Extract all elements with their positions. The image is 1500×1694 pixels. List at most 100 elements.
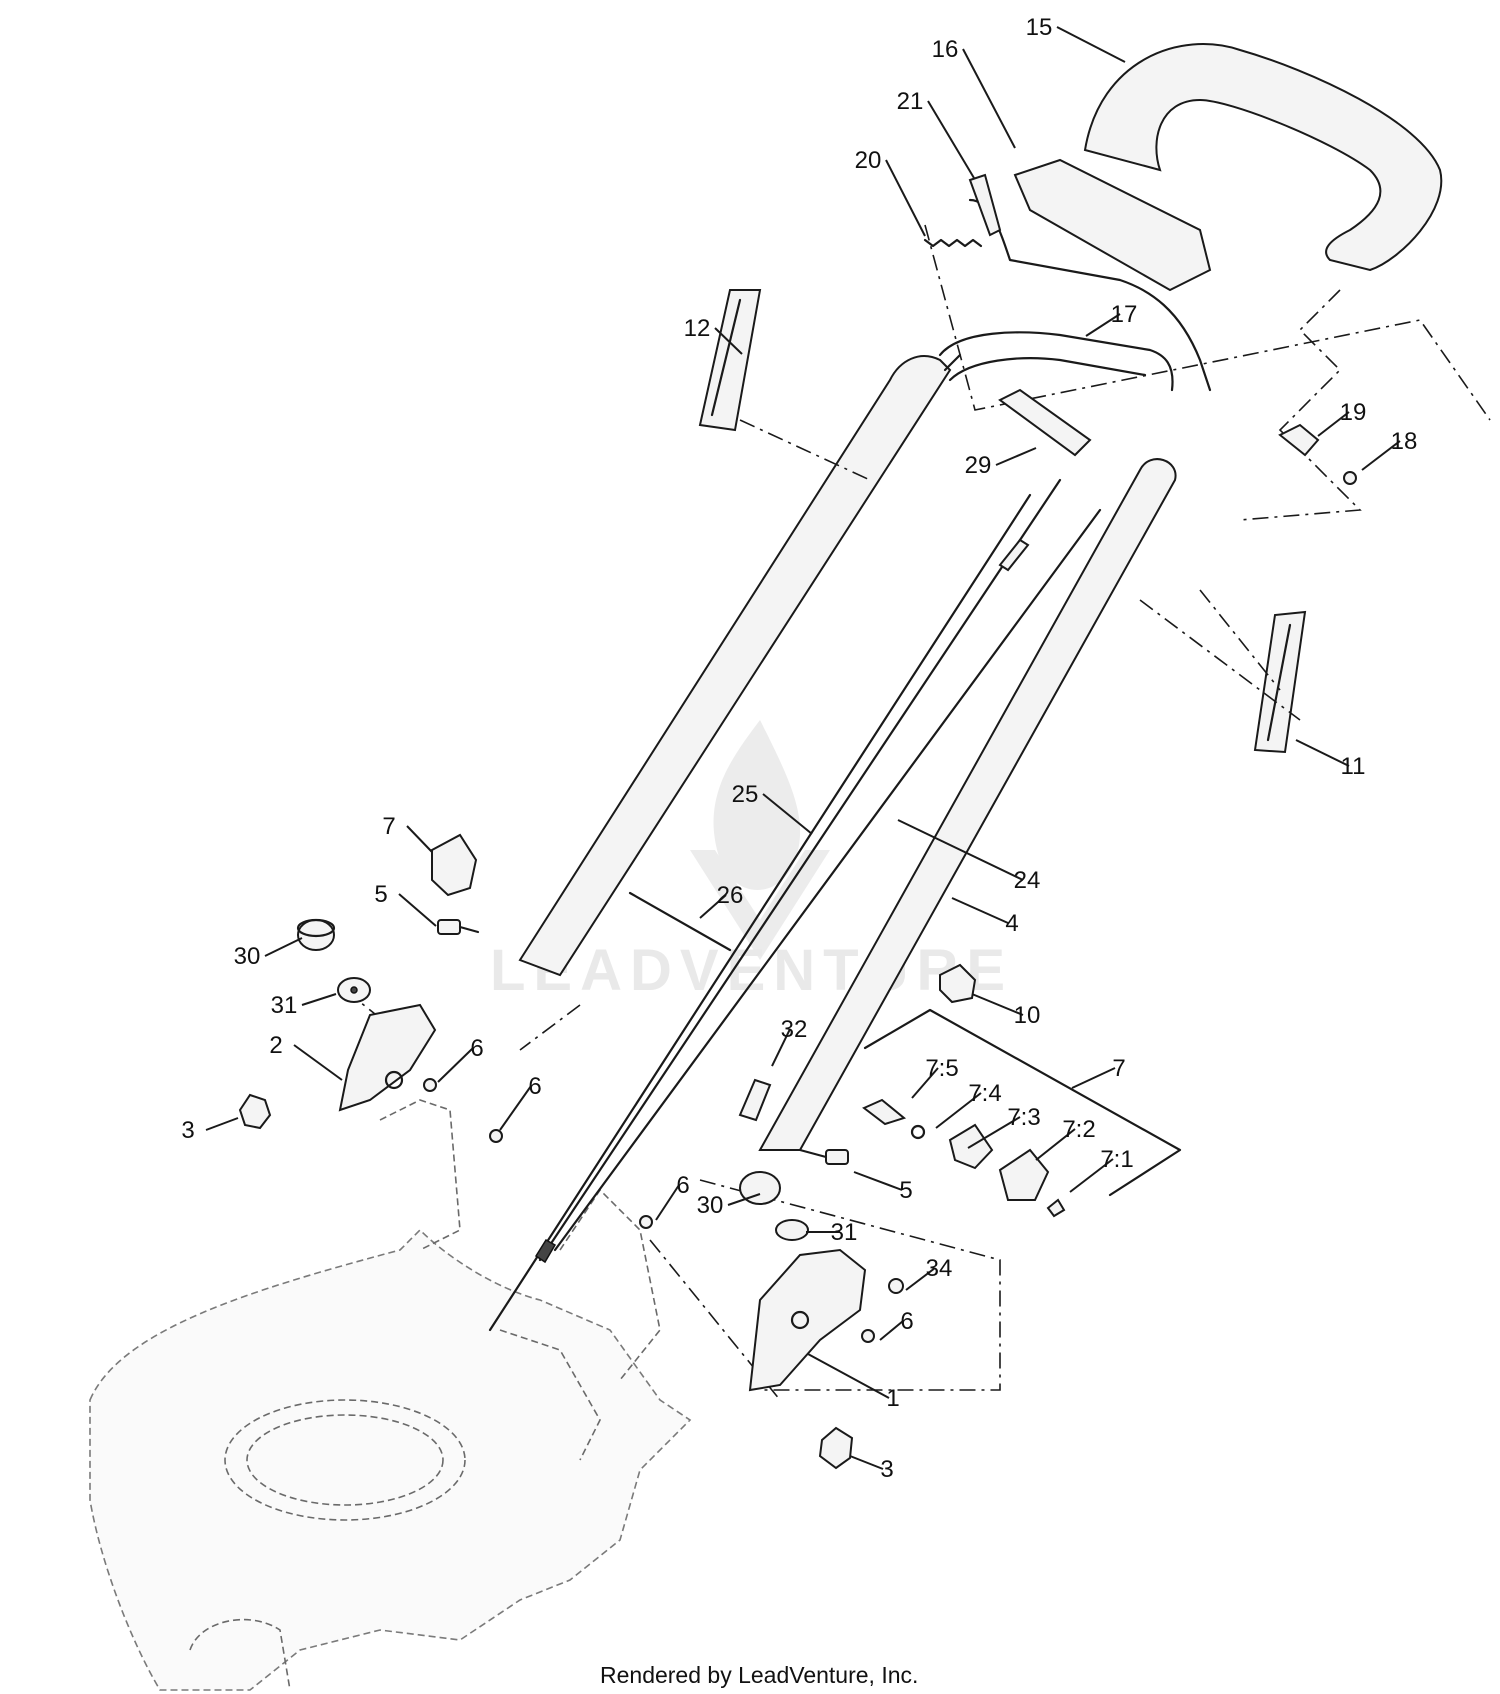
knob-3b — [818, 1426, 854, 1470]
callout-leader-c75 — [911, 1067, 939, 1099]
callout-leader-c6d — [879, 1320, 904, 1341]
callout-c24: 24 — [1014, 867, 1041, 894]
callout-c11: 11 — [1341, 753, 1366, 780]
callout-leader-c10 — [971, 993, 1024, 1016]
callout-c72: 7:2 — [1062, 1116, 1095, 1143]
callout-leader-c17 — [1085, 313, 1121, 337]
nut-6d — [861, 1329, 875, 1343]
callout-leader-c20 — [885, 159, 926, 237]
callout-c10: 10 — [1014, 1002, 1041, 1029]
footer-credit: Rendered by LeadVenture, Inc. — [600, 1662, 918, 1688]
callout-c6b: 6 — [528, 1073, 541, 1100]
nut-34 — [888, 1278, 904, 1294]
callout-leader-c34 — [905, 1267, 936, 1291]
callout-c6d: 6 — [900, 1308, 913, 1335]
explosion-lines — [344, 224, 1491, 1401]
callout-leader-c16 — [962, 48, 1016, 149]
link-21 — [968, 173, 1002, 237]
callout-leader-c4 — [951, 897, 1009, 924]
callout-c5b: 5 — [899, 1177, 912, 1204]
callout-leader-c7a — [406, 825, 433, 853]
callout-c6c: 6 — [676, 1172, 689, 1199]
upper-handle — [968, 43, 1443, 392]
callout-leader-c1 — [807, 1353, 890, 1399]
callout-leader-c25 — [762, 793, 813, 835]
callout-c71: 7:1 — [1100, 1146, 1133, 1173]
callout-leader-c15 — [1056, 26, 1126, 63]
callout-c16: 16 — [932, 36, 959, 63]
callout-c21: 21 — [897, 88, 924, 115]
block-10 — [939, 963, 977, 1004]
callout-c20: 20 — [855, 147, 882, 174]
callout-c12: 12 — [684, 315, 711, 342]
bolt-5b — [798, 1148, 849, 1165]
callout-c2: 2 — [269, 1032, 282, 1059]
callout-c73: 7:3 — [1007, 1104, 1040, 1131]
callout-c7b: 7 — [1112, 1055, 1125, 1082]
callout-c31b: 31 — [831, 1219, 858, 1246]
pin-19 — [1278, 423, 1320, 457]
callout-leader-c5a — [398, 893, 437, 927]
side-rail-11 — [1253, 610, 1307, 754]
callout-c4: 4 — [1005, 910, 1018, 937]
callout-leader-c3a — [205, 1117, 239, 1131]
callout-c3b: 3 — [880, 1456, 893, 1483]
callout-leader-c7b — [1071, 1067, 1116, 1089]
callout-leader-c72 — [1035, 1128, 1076, 1161]
callout-c25: 25 — [732, 781, 759, 808]
callout-c30a: 30 — [234, 943, 261, 970]
callout-c30b: 30 — [697, 1192, 724, 1219]
clip-32 — [738, 1078, 772, 1122]
callout-leader-c73 — [967, 1116, 1021, 1149]
washer-18 — [1343, 471, 1357, 485]
callout-c3a: 3 — [181, 1117, 194, 1144]
bracket-2 — [338, 1003, 437, 1112]
callout-leader-c6c — [655, 1184, 680, 1221]
nut-6a — [423, 1078, 437, 1092]
callout-c17: 17 — [1111, 301, 1138, 328]
callout-c26: 26 — [717, 882, 744, 909]
washer-31b — [775, 1219, 809, 1241]
callout-leader-c26 — [699, 894, 727, 919]
parts-knob-30a — [296, 918, 336, 951]
lower-handle-frame — [518, 331, 1177, 1151]
callout-c7a: 7 — [382, 813, 395, 840]
callout-c19: 19 — [1340, 399, 1367, 426]
callout-leader-c6b — [499, 1085, 532, 1131]
callout-leader-c12 — [714, 327, 743, 355]
callout-leader-c30a — [264, 937, 303, 957]
callout-leader-c31a — [301, 993, 337, 1006]
bracket-1 — [748, 1248, 867, 1392]
callout-c6a: 6 — [470, 1035, 483, 1062]
callout-c74: 7:4 — [968, 1080, 1001, 1107]
callout-c1: 1 — [886, 1385, 899, 1412]
callout-c15: 15 — [1026, 14, 1053, 41]
callout-leader-c74 — [935, 1092, 982, 1129]
callout-leader-c21 — [927, 100, 975, 179]
callout-c32: 32 — [781, 1016, 808, 1043]
knob-30b — [739, 1171, 781, 1205]
callout-leader-c2 — [293, 1044, 343, 1081]
callout-leader-c6a — [437, 1047, 474, 1083]
callout-c75: 7:5 — [925, 1055, 958, 1082]
nut-6b — [489, 1129, 503, 1143]
callout-c34: 34 — [926, 1255, 953, 1282]
callout-leader-c19 — [1317, 411, 1350, 437]
callout-leader-c29 — [995, 447, 1037, 466]
knob-3a — [238, 1093, 272, 1130]
callout-c29: 29 — [965, 452, 992, 479]
side-rail-12 — [698, 289, 762, 432]
mower-deck-outline — [89, 1099, 692, 1691]
callout-leader-c11 — [1295, 739, 1350, 767]
callout-leader-c71 — [1069, 1158, 1114, 1193]
tie-26 — [628, 891, 732, 952]
callout-c5a: 5 — [374, 881, 387, 908]
callout-leader-c24 — [897, 819, 1024, 881]
spring-20 — [923, 238, 983, 248]
callout-c18: 18 — [1391, 428, 1418, 455]
callout-leader-c32 — [771, 1028, 791, 1067]
callout-leader-c5b — [853, 1171, 903, 1191]
parts-washer-31a — [337, 977, 371, 1003]
